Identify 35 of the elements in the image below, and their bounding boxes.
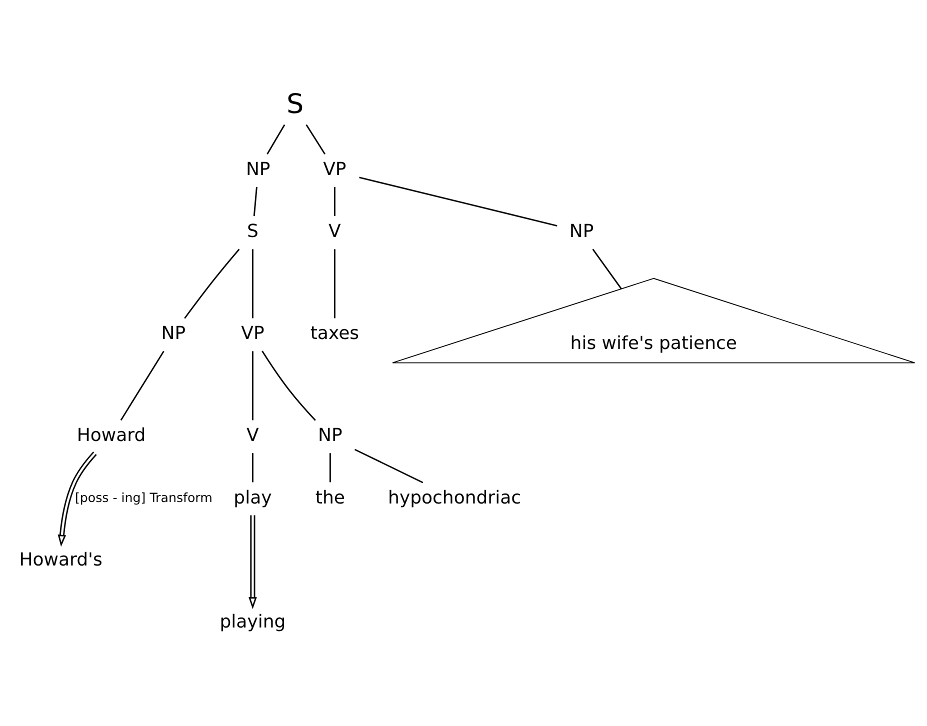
node-text: V <box>328 220 341 242</box>
connector <box>266 124 286 154</box>
node-text: NP <box>161 322 186 344</box>
connector <box>334 248 336 318</box>
node-text: NP <box>318 424 342 446</box>
connector <box>306 124 326 154</box>
connector <box>253 186 258 216</box>
node-text: taxes <box>310 322 360 344</box>
node-text: VP <box>241 322 264 344</box>
connector <box>252 350 254 420</box>
connector <box>252 248 254 318</box>
connector <box>592 248 622 289</box>
node-text: playing <box>220 611 286 632</box>
arrow <box>58 451 97 546</box>
connector <box>120 350 164 420</box>
connector <box>354 448 424 483</box>
node-text: NP <box>569 220 594 242</box>
node-text: VP <box>323 158 346 180</box>
node-text: Howard's <box>19 549 102 570</box>
connector <box>359 176 558 226</box>
connector <box>262 350 316 420</box>
node-text: the <box>315 486 345 508</box>
node-text: S <box>246 220 258 242</box>
connector <box>334 186 336 216</box>
node-text: V <box>246 424 259 446</box>
node-text: play <box>234 486 272 508</box>
node-text: Howard <box>76 424 146 446</box>
connector <box>252 452 254 482</box>
node-text: hypochondriac <box>388 486 522 508</box>
node-text: S <box>286 88 304 120</box>
node-text: NP <box>246 158 270 180</box>
edge-label: [poss - ing] Transform <box>74 490 212 505</box>
arrow <box>248 514 257 609</box>
connector <box>329 452 331 482</box>
connector <box>184 248 240 318</box>
